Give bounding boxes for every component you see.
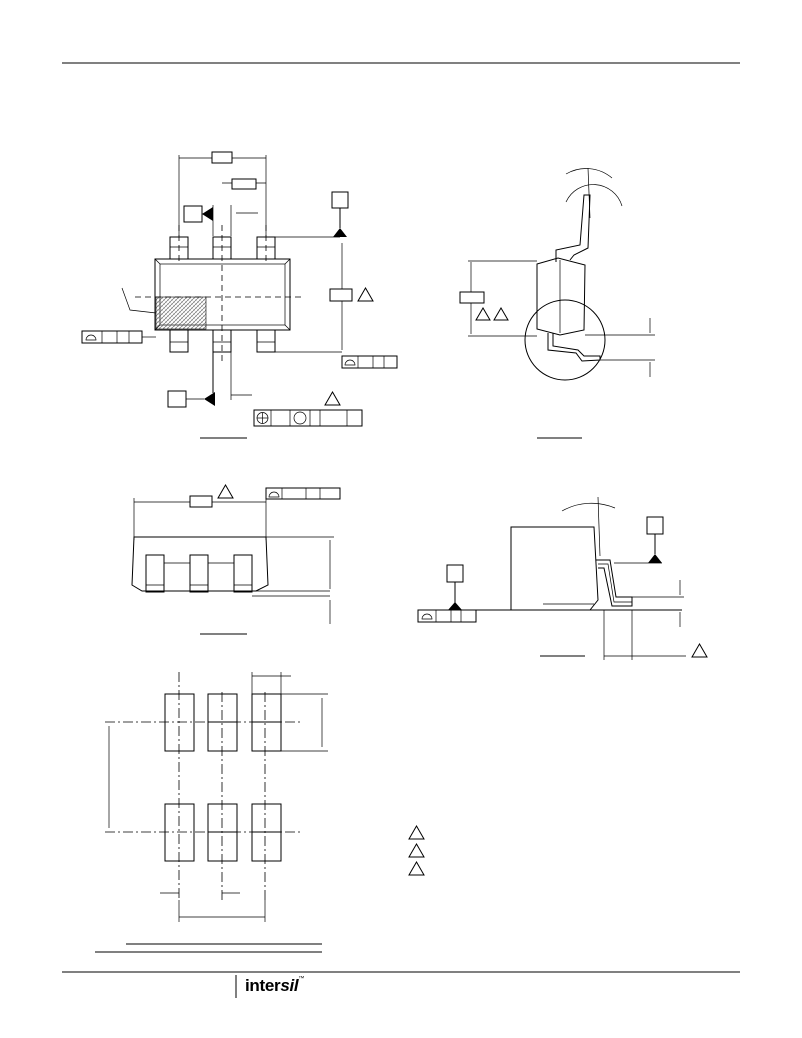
end-view [417,496,708,660]
note-triangle-2 [408,842,425,858]
intersil-logo: intersil™ [245,976,304,996]
top-view [81,151,398,439]
logo-trademark: ™ [298,976,305,982]
logo-suffix: sil [280,976,299,995]
side-view [131,483,341,635]
notes-markers [408,824,425,876]
land-pattern-view [95,672,328,953]
logo-prefix: inter [245,976,281,995]
note-triangle-3 [408,860,425,876]
note-triangle-1 [408,824,425,840]
lead-detail-view [459,167,655,439]
